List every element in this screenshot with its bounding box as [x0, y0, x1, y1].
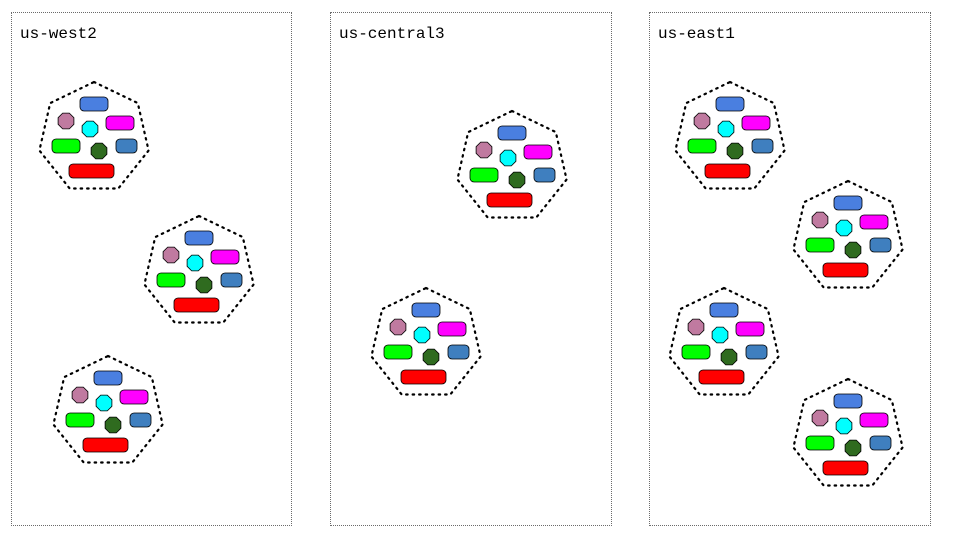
cyan-pod — [835, 219, 853, 237]
cluster-boundary — [792, 179, 904, 289]
purple-pod — [57, 112, 75, 130]
dark-green-pod — [90, 142, 108, 160]
cyan-pod — [711, 326, 729, 344]
cluster-boundary — [674, 80, 786, 190]
cyan-pod — [835, 417, 853, 435]
cyan-pod — [717, 120, 735, 138]
green-pod — [805, 237, 835, 253]
region-label: us-west2 — [20, 25, 97, 43]
red-pod — [400, 369, 447, 385]
red-pod — [173, 297, 220, 313]
green-pod — [65, 412, 95, 428]
red-pod — [68, 163, 115, 179]
cyan-pod — [81, 120, 99, 138]
purple-pod — [71, 386, 89, 404]
cyan-pod — [186, 254, 204, 272]
dark-green-pod — [720, 348, 738, 366]
region-label: us-east1 — [658, 25, 735, 43]
green-pod — [51, 138, 81, 154]
region-us-east1: us-east1 — [649, 12, 931, 526]
cluster-node — [143, 214, 255, 324]
steel-blue-pod — [129, 412, 152, 428]
blue-pod — [497, 125, 527, 141]
purple-pod — [475, 141, 493, 159]
cyan-pod — [413, 326, 431, 344]
red-pod — [82, 437, 129, 453]
blue-pod — [715, 96, 745, 112]
green-pod — [805, 435, 835, 451]
green-pod — [681, 344, 711, 360]
dark-green-pod — [726, 142, 744, 160]
purple-pod — [693, 112, 711, 130]
region-label: us-central3 — [339, 25, 445, 43]
magenta-pod — [105, 115, 135, 131]
cluster-boundary — [792, 377, 904, 487]
green-pod — [156, 272, 186, 288]
purple-pod — [811, 409, 829, 427]
magenta-pod — [119, 389, 149, 405]
steel-blue-pod — [533, 167, 556, 183]
magenta-pod — [437, 321, 467, 337]
steel-blue-pod — [447, 344, 470, 360]
cluster-boundary — [456, 109, 568, 219]
dark-green-pod — [195, 276, 213, 294]
steel-blue-pod — [751, 138, 774, 154]
cluster-boundary — [38, 80, 150, 190]
dark-green-pod — [844, 439, 862, 457]
cluster-node — [674, 80, 786, 190]
blue-pod — [93, 370, 123, 386]
cluster-boundary — [668, 286, 780, 396]
steel-blue-pod — [745, 344, 768, 360]
cyan-pod — [499, 149, 517, 167]
magenta-pod — [859, 214, 889, 230]
blue-pod — [833, 393, 863, 409]
green-pod — [383, 344, 413, 360]
cluster-node — [52, 354, 164, 464]
cluster-boundary — [370, 286, 482, 396]
red-pod — [822, 262, 869, 278]
cluster-node — [668, 286, 780, 396]
dark-green-pod — [104, 416, 122, 434]
blue-pod — [709, 302, 739, 318]
steel-blue-pod — [220, 272, 243, 288]
dark-green-pod — [844, 241, 862, 259]
red-pod — [822, 460, 869, 476]
green-pod — [469, 167, 499, 183]
cluster-node — [370, 286, 482, 396]
cluster-node — [792, 377, 904, 487]
red-pod — [486, 192, 533, 208]
cluster-boundary — [143, 214, 255, 324]
magenta-pod — [859, 412, 889, 428]
dark-green-pod — [508, 171, 526, 189]
purple-pod — [811, 211, 829, 229]
magenta-pod — [210, 249, 240, 265]
dark-green-pod — [422, 348, 440, 366]
blue-pod — [79, 96, 109, 112]
blue-pod — [833, 195, 863, 211]
region-us-central3: us-central3 — [330, 12, 612, 526]
purple-pod — [687, 318, 705, 336]
steel-blue-pod — [869, 435, 892, 451]
magenta-pod — [523, 144, 553, 160]
magenta-pod — [735, 321, 765, 337]
blue-pod — [184, 230, 214, 246]
red-pod — [698, 369, 745, 385]
region-us-west2: us-west2 — [11, 12, 292, 526]
steel-blue-pod — [869, 237, 892, 253]
purple-pod — [389, 318, 407, 336]
blue-pod — [411, 302, 441, 318]
cyan-pod — [95, 394, 113, 412]
steel-blue-pod — [115, 138, 138, 154]
magenta-pod — [741, 115, 771, 131]
cluster-node — [792, 179, 904, 289]
cluster-node — [38, 80, 150, 190]
green-pod — [687, 138, 717, 154]
purple-pod — [162, 246, 180, 264]
cluster-boundary — [52, 354, 164, 464]
cluster-node — [456, 109, 568, 219]
red-pod — [704, 163, 751, 179]
